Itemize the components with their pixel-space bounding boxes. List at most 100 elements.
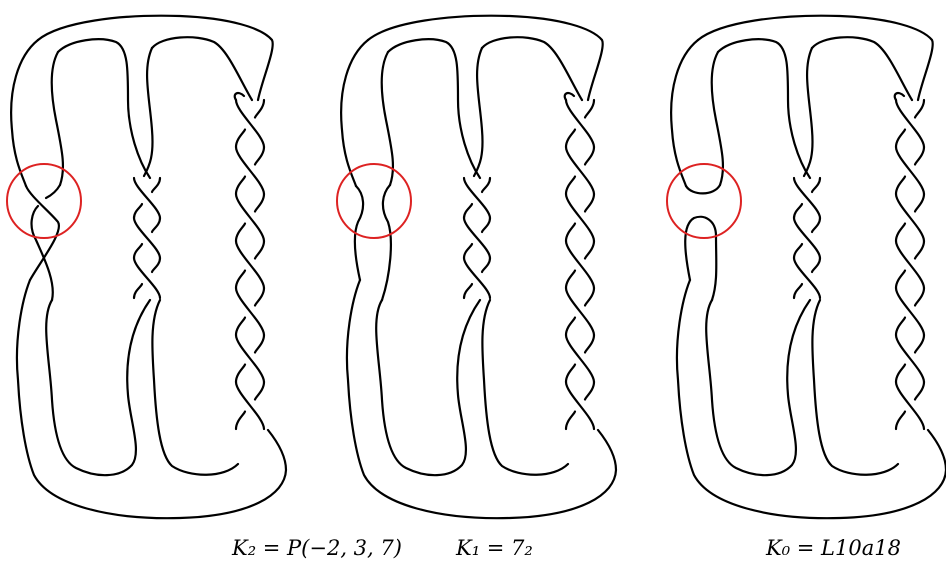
- right-twist-underA-4: [583, 286, 596, 307]
- right-twist-underA-2: [253, 192, 266, 213]
- right-twist-over-2: [564, 192, 596, 243]
- outer-bottom: [345, 278, 618, 520]
- right-twist-underB-0: [564, 128, 577, 149]
- left-col-top: [56, 38, 152, 180]
- right-twist-underA-0: [913, 98, 926, 119]
- crossing-under-b: [30, 204, 54, 302]
- right-twist-underB-4: [894, 316, 907, 337]
- right-twist-over-4: [234, 286, 266, 337]
- outer-left-upper: [340, 38, 370, 188]
- mid-col-left: [472, 46, 484, 178]
- right-twist-underA-4: [913, 286, 926, 307]
- right-twist-underA-0: [583, 98, 596, 119]
- left-col-top: [716, 38, 812, 180]
- mid-col-left: [142, 46, 154, 178]
- mid-twist-underB-1: [462, 242, 474, 260]
- right-twist-underA-6: [913, 380, 926, 401]
- outer-top: [366, 14, 604, 102]
- right-twist-underB-5: [564, 363, 577, 384]
- caption-k0: K₀ = L10a18: [766, 536, 901, 560]
- right-twist-over-3: [564, 239, 596, 290]
- smoothing-right: [380, 183, 392, 302]
- right-twist-underB-6: [564, 410, 577, 431]
- knot-diagram-3: [666, 14, 946, 520]
- right-twist-over-3: [234, 239, 266, 290]
- right-twist-over-4: [894, 286, 926, 337]
- mid-col-bottom: [151, 298, 240, 476]
- smoothing-left: [353, 184, 365, 282]
- highlight-circle: [666, 163, 742, 239]
- mid-twist-underA-0: [810, 176, 822, 194]
- mid-twist-over-2: [462, 256, 492, 300]
- right-twist-underA-2: [913, 192, 926, 213]
- right-twist-underB-2: [894, 222, 907, 243]
- right-twist-underA-4: [253, 286, 266, 307]
- right-twist-over-3: [894, 239, 926, 290]
- outer-bottom: [15, 278, 288, 520]
- mid-twist-over-2: [132, 256, 162, 300]
- right-twist-underA-3: [583, 239, 596, 260]
- outer-left-upper: [670, 38, 700, 188]
- right-twist-underB-1: [894, 175, 907, 196]
- right-twist-underB-2: [234, 222, 247, 243]
- mid-twist-underB-1: [132, 242, 144, 260]
- mid-twist-underA-1: [810, 216, 822, 234]
- mid-twist-underB-0: [462, 202, 474, 220]
- right-twist-underA-1: [913, 145, 926, 166]
- right-twist-over-6: [234, 380, 266, 431]
- mid-twist-over-0: [462, 176, 492, 220]
- mid-twist-over-1: [132, 216, 162, 260]
- left-col-top: [386, 38, 482, 180]
- right-cap-top: [233, 91, 246, 102]
- crossing-over: [24, 184, 61, 282]
- highlight-circle: [336, 163, 412, 239]
- mid-twist-over-2: [792, 256, 822, 300]
- right-twist-underB-5: [894, 363, 907, 384]
- right-twist-over-2: [234, 192, 266, 243]
- mid-twist-over-1: [792, 216, 822, 260]
- right-twist-over-0: [894, 98, 926, 149]
- right-twist-over-2: [894, 192, 926, 243]
- right-twist-over-6: [894, 380, 926, 431]
- mid-twist-underB-2: [132, 282, 144, 300]
- mid-twist-underA-1: [150, 216, 162, 234]
- mid-col-bottom: [481, 298, 570, 476]
- right-twist-over-6: [564, 380, 596, 431]
- right-twist-underA-1: [253, 145, 266, 166]
- right-twist-over-1: [234, 145, 266, 196]
- right-twist-over-1: [894, 145, 926, 196]
- right-twist-underA-5: [583, 333, 596, 354]
- right-twist-underB-2: [564, 222, 577, 243]
- mid-twist-underB-0: [792, 202, 804, 220]
- outer-top: [696, 14, 934, 102]
- right-twist-underA-3: [253, 239, 266, 260]
- mid-twist-underB-2: [462, 282, 474, 300]
- left-col-bottom: [375, 298, 482, 477]
- right-twist-underA-6: [583, 380, 596, 401]
- right-cap-top: [563, 91, 576, 102]
- mid-twist-underA-2: [480, 256, 492, 274]
- mid-twist-underA-2: [810, 256, 822, 274]
- mid-twist-underB-1: [792, 242, 804, 260]
- mid-twist-underB-2: [792, 282, 804, 300]
- right-twist-underA-2: [583, 192, 596, 213]
- mid-col-top: [150, 36, 254, 102]
- right-twist-underA-5: [913, 333, 926, 354]
- right-twist-underB-6: [234, 410, 247, 431]
- right-twist-over-5: [234, 333, 266, 384]
- outer-top: [36, 14, 274, 102]
- mid-twist-over-1: [462, 216, 492, 260]
- left-col-bottom: [705, 298, 812, 477]
- right-twist-over-1: [564, 145, 596, 196]
- right-twist-underB-0: [234, 128, 247, 149]
- right-twist-underB-5: [234, 363, 247, 384]
- right-twist-underB-4: [564, 316, 577, 337]
- right-twist-underB-1: [564, 175, 577, 196]
- right-twist-over-4: [564, 286, 596, 337]
- right-twist-underB-1: [234, 175, 247, 196]
- smoothing-bottom: [684, 215, 718, 302]
- mid-twist-underB-0: [132, 202, 144, 220]
- right-twist-underB-3: [564, 269, 577, 290]
- outer-left-upper: [10, 38, 40, 188]
- right-twist-over-5: [564, 333, 596, 384]
